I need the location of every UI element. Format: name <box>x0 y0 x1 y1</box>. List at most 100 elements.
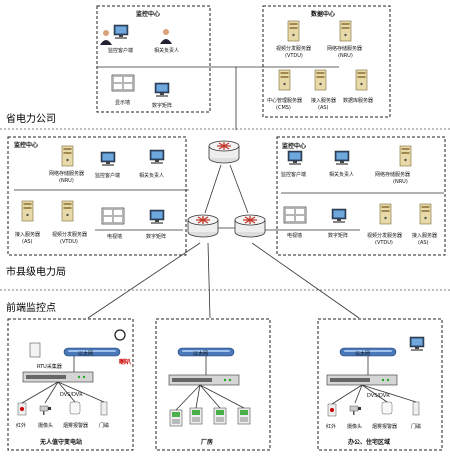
city-left-person-label: 相关负责人 <box>139 172 164 179</box>
city-right-vtdu-icon <box>379 203 392 225</box>
data-as-label: 接入服务器 <box>311 97 336 104</box>
city-right-nru-label: 网络存储服务器 <box>375 171 410 178</box>
site1-dvs-label: DVS/DVR <box>60 392 83 398</box>
city-right-nru-code: (NRU) <box>393 179 408 185</box>
site1-name: 无人值守变电站 <box>39 438 82 446</box>
city-left-vtdu-icon <box>61 200 74 222</box>
vtdu-server-icon <box>287 20 300 42</box>
data-as-code: (AS) <box>318 105 329 111</box>
province-monitor-title: 监控中心 <box>136 10 160 18</box>
dvs-dvr-device-icon <box>22 371 94 383</box>
city-left-client-icon <box>100 151 116 167</box>
province-wall-label: 显示墙 <box>115 99 130 106</box>
meter-icon <box>169 409 183 427</box>
data-cms-code: (CMS) <box>276 105 291 111</box>
meter-icon <box>189 407 203 425</box>
city-left-wall-icon <box>101 207 125 225</box>
city-left-vtdu-label: 视频分发服务器 <box>52 231 87 238</box>
manager-person-icon <box>160 29 172 44</box>
site-factory: 以太网 厂房 <box>155 318 271 451</box>
city-right-as-icon <box>419 203 432 225</box>
site3-device-smoke: 烟雾报警器 <box>372 423 397 430</box>
tier-label-city: 市县级电力局 <box>6 265 66 278</box>
monitor-client-pc-icon <box>113 24 129 40</box>
city-left-matrix-icon <box>149 209 165 225</box>
city-left-wall-label: 电视墙 <box>107 233 122 240</box>
site3-ethernet-label: 以太网 <box>355 350 370 357</box>
site1-speaker-label: 喇叭 <box>119 358 131 366</box>
operator-person-icon <box>100 30 112 45</box>
city-right-person-label: 相关负责人 <box>329 171 354 178</box>
province-monitor-center: 监控中心 监控客户端 相关负责人 显示墙 数字矩阵 <box>96 5 211 113</box>
data-nru-code: (NRU) <box>338 53 353 59</box>
province-client-label: 监控客户端 <box>108 47 133 54</box>
city-right-as-label: 接入服务器 <box>412 232 437 239</box>
city-left-as-code: (AS) <box>22 239 33 245</box>
site-office: 以太网 DVS/DVR 红外 摄像头 烟雾报警器 门磁 办公、住宅区域 <box>317 318 443 451</box>
db-server-icon <box>355 69 368 91</box>
site3-device-infrared: 红外 <box>326 423 336 430</box>
province-data-center: 数据中心 视频分发服务器 (VTDU) 网络存储服务器 (NRU) 中心管理服务… <box>262 5 391 118</box>
city-left-title: 监控中心 <box>14 141 38 149</box>
city-right-wall-label: 电视墙 <box>287 232 302 239</box>
city-left-person-pc-icon <box>149 149 165 165</box>
city-right-wall-icon <box>283 206 307 224</box>
city-right-nru-icon <box>399 145 412 167</box>
city-right-vtdu-label: 视频分发服务器 <box>367 232 402 239</box>
site3-device-door: 门磁 <box>411 423 421 430</box>
city-left-nru-code: (NRU) <box>59 178 74 184</box>
city-right-title: 监控中心 <box>282 142 306 150</box>
site2-switch-icon <box>168 374 240 386</box>
city-left-nru-label: 网络存储服务器 <box>49 170 84 177</box>
city-left-matrix-label: 数字矩阵 <box>146 233 166 240</box>
site3-dvs-device-icon <box>326 374 398 386</box>
city-left-as-label: 接入服务器 <box>15 231 40 238</box>
city-router-right-icon <box>234 214 266 238</box>
site3-pc-icon <box>409 336 425 352</box>
city-right-matrix-label: 数字矩阵 <box>328 232 348 239</box>
rtu-collector-icon <box>29 342 41 358</box>
city-right-vtdu-code: (VTDU) <box>375 240 393 246</box>
province-matrix-label: 数字矩阵 <box>152 102 172 109</box>
city-left-nru-icon <box>61 145 74 167</box>
meter-icon <box>237 407 251 425</box>
city-right-client-label: 监控客户端 <box>281 171 306 178</box>
province-core-router-icon <box>208 140 240 164</box>
data-cms-label: 中心管理服务器 <box>267 97 302 104</box>
speaker-headset-icon <box>114 329 126 341</box>
site2-name: 厂房 <box>201 438 213 446</box>
smoke-alarm-icon <box>381 401 393 415</box>
data-vtdu-label: 视频分发服务器 <box>276 45 311 52</box>
city-right-matrix-icon <box>331 208 347 224</box>
camera-icon <box>349 405 362 416</box>
city-router-left-icon <box>187 214 219 238</box>
nru-server-icon <box>339 20 352 42</box>
city-left-client-label: 监控客户端 <box>95 172 120 179</box>
digital-matrix-icon <box>154 82 170 98</box>
site1-device-door: 门磁 <box>99 422 109 429</box>
site3-name: 办公、住宅区域 <box>348 438 390 446</box>
as-server-icon <box>314 69 327 91</box>
door-sensor-icon <box>412 401 420 416</box>
city-right-monitor-center: 监控中心 监控客户端 相关负责人 网络存储服务器 (NRU) 电视墙 数字矩阵 … <box>276 136 446 256</box>
display-wall-icon <box>111 74 135 92</box>
cms-server-icon <box>278 69 291 91</box>
city-left-vtdu-code: (VTDU) <box>60 239 78 245</box>
city-right-as-code: (AS) <box>418 240 429 246</box>
data-nru-label: 网络存储服务器 <box>327 45 362 52</box>
door-sensor-icon <box>100 401 108 416</box>
city-left-monitor-center: 监控中心 网络存储服务器 (NRU) 监控客户端 相关负责人 接入服务器 (AS… <box>7 136 187 256</box>
site1-rtu-label: RTU采集器 <box>37 363 62 370</box>
site1-device-camera: 摄像头 <box>38 422 53 429</box>
site1-ethernet-label: 以太网 <box>78 350 93 357</box>
site3-device-camera: 摄像头 <box>347 423 362 430</box>
meter-icon <box>213 407 227 425</box>
site1-device-smoke: 烟雾报警器 <box>63 422 88 429</box>
data-vtdu-code: (VTDU) <box>285 53 303 59</box>
data-center-title: 数据中心 <box>311 10 335 18</box>
site2-ethernet-label: 以太网 <box>193 350 208 357</box>
site1-device-infrared: 红外 <box>16 422 26 429</box>
data-db-label: 数据库服务器 <box>343 97 373 104</box>
tier-label-front: 前端监控点 <box>6 301 56 314</box>
